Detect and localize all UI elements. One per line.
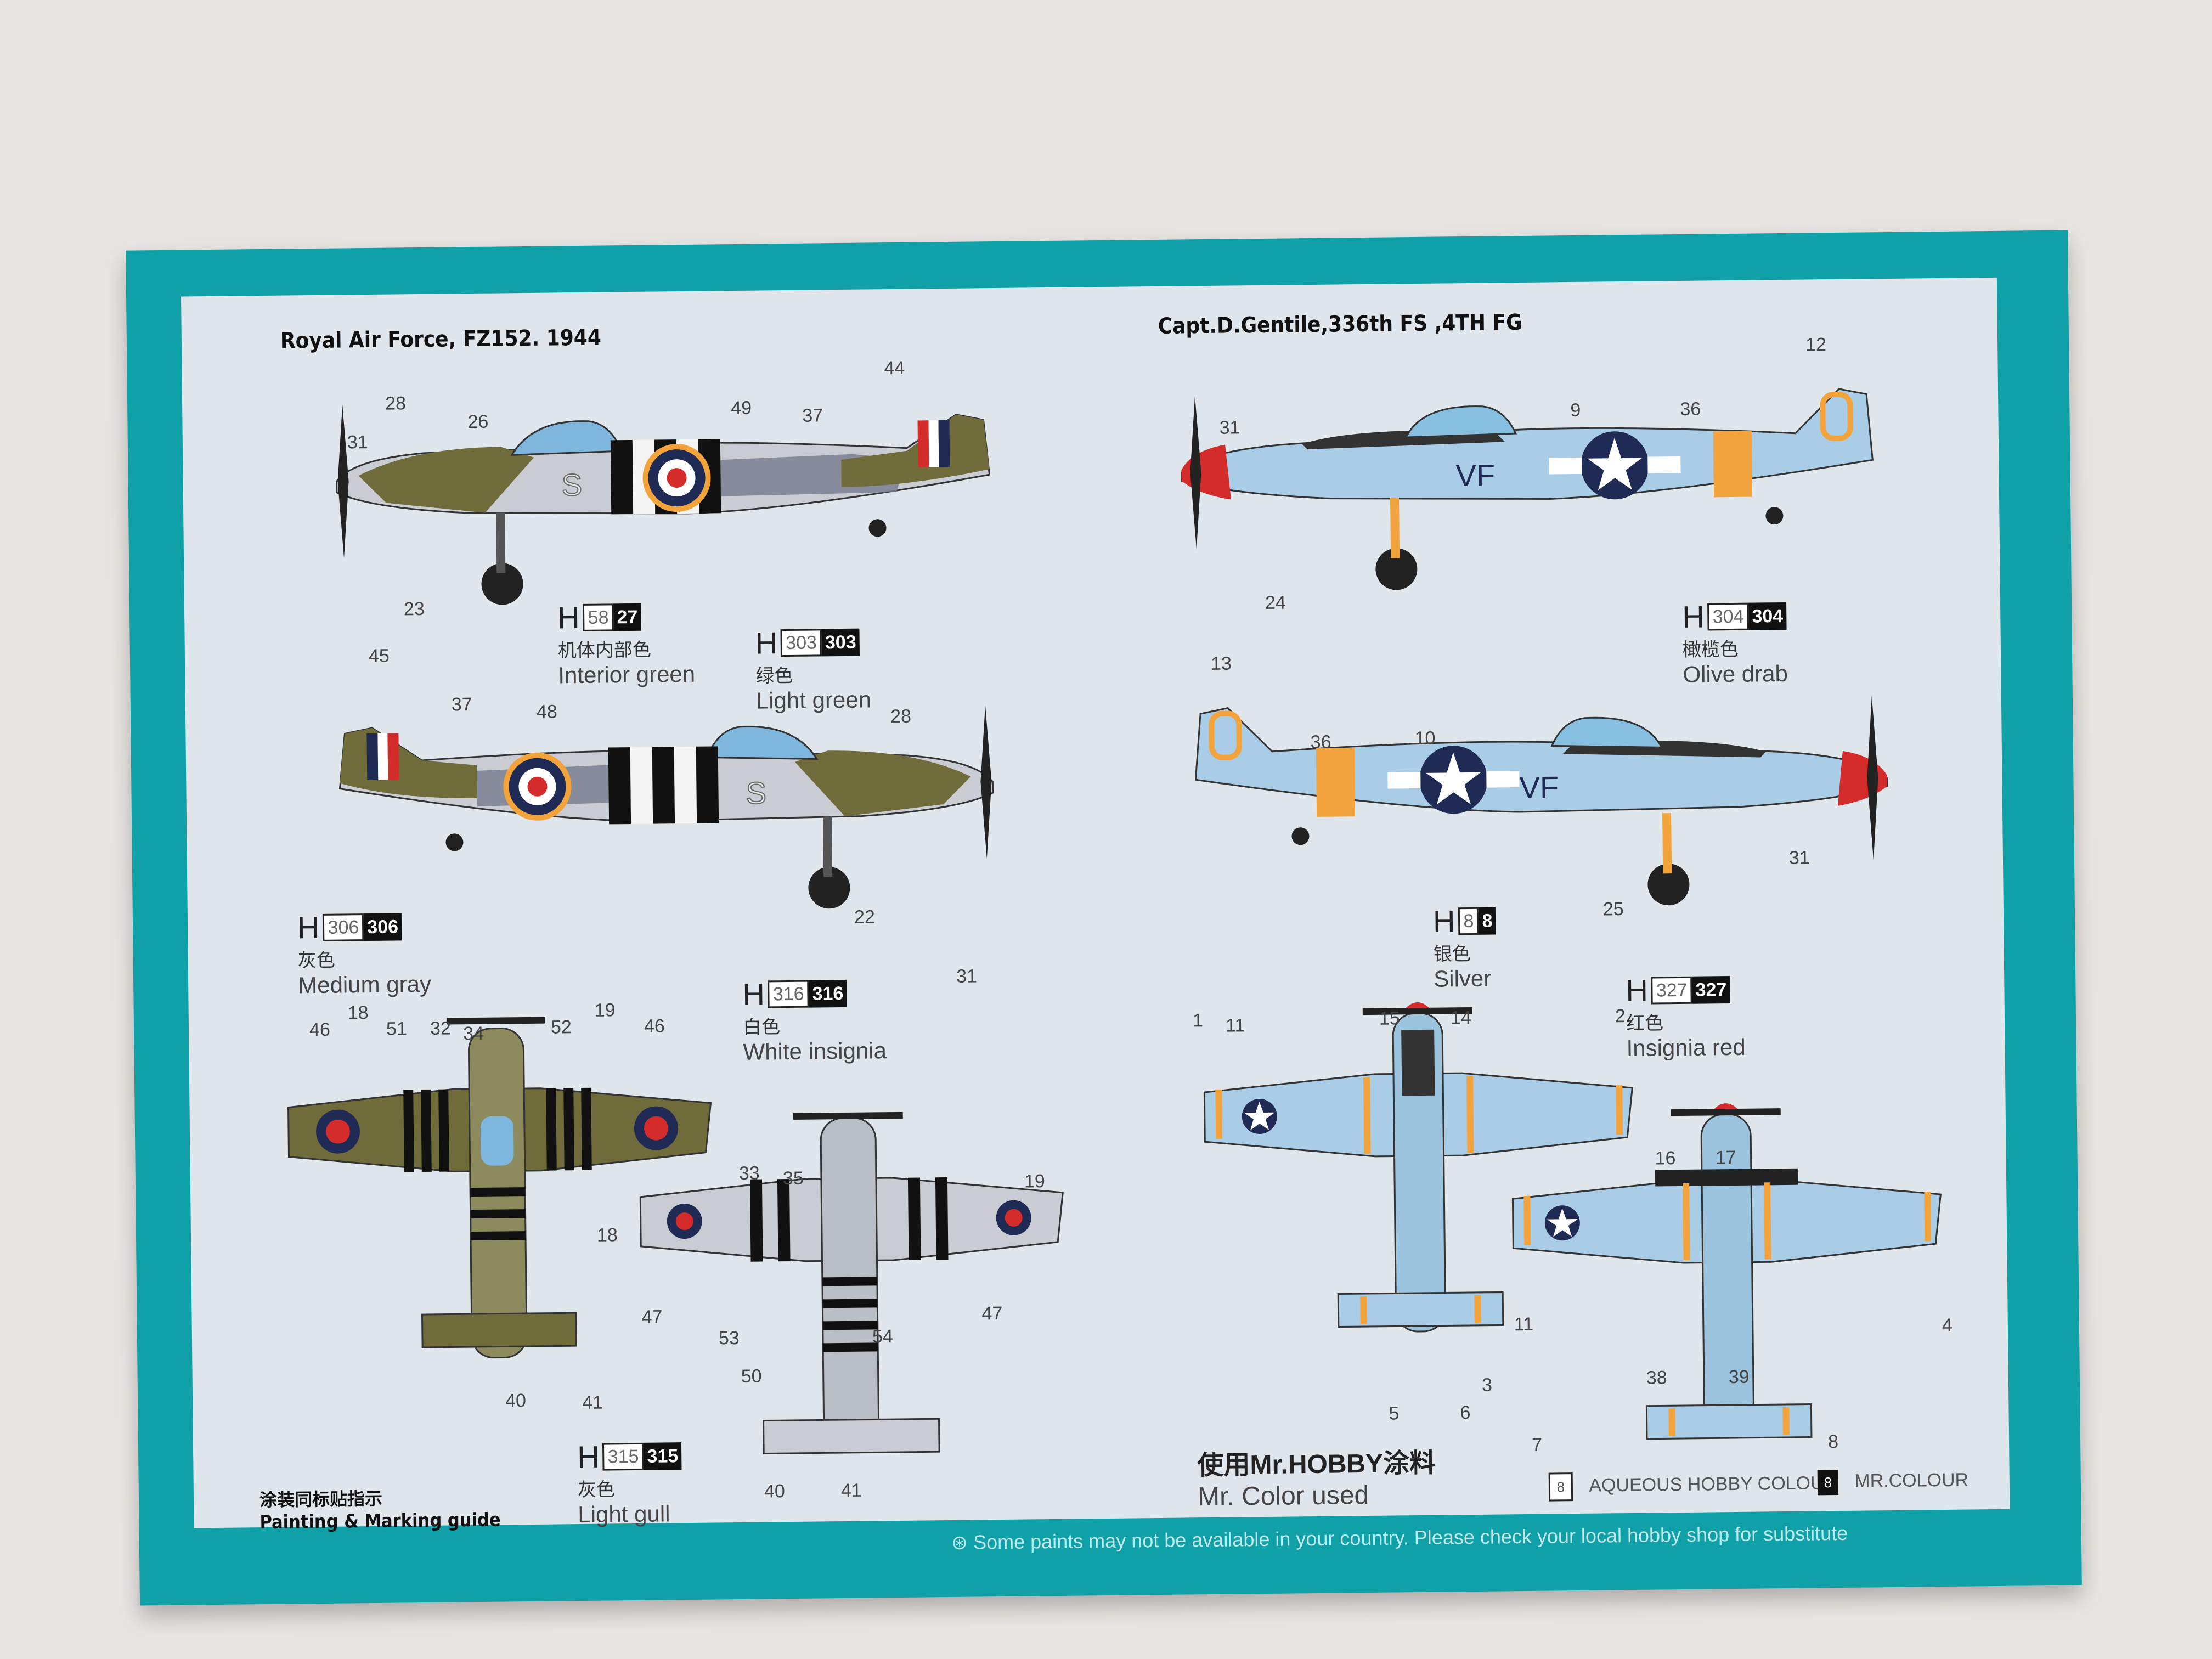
ref-num: 12	[1805, 334, 1827, 356]
content-panel: Royal Air Force, FZ152. 1944 S 31	[181, 277, 2010, 1533]
mr-hobby-used: 使用Mr.HOBBY涂料 Mr. Color used	[1197, 1448, 1436, 1512]
ref-num: 4	[1942, 1314, 1953, 1336]
ref-num: 48	[536, 701, 558, 723]
code-letters: VF	[1455, 458, 1495, 493]
ref-num: 19	[1024, 1171, 1046, 1192]
ref-num: 3	[1481, 1374, 1493, 1396]
ref-num: 47	[641, 1306, 663, 1328]
ref-num: 53	[718, 1327, 740, 1349]
ref-num: 40	[505, 1390, 527, 1412]
ref-num: 45	[368, 645, 390, 667]
ref-num: 15	[1379, 1008, 1400, 1029]
ref-num: 16	[1655, 1148, 1676, 1169]
ref-num: 47	[981, 1302, 1003, 1324]
ref-num: 54	[872, 1326, 893, 1347]
ref-num: 28	[385, 393, 407, 414]
ref-num: 40	[764, 1481, 785, 1502]
ref-num: 36	[1680, 398, 1701, 420]
usaaf-bottom-view	[1511, 1103, 1942, 1440]
guide-caption: 涂装同标贴指示 Painting & Marking guide	[259, 1488, 501, 1534]
usaaf-mustang-profile-left: VF	[1194, 696, 1888, 906]
ref-num: 49	[731, 397, 752, 419]
ref-num: 28	[890, 706, 912, 727]
ref-num: 7	[1531, 1434, 1543, 1455]
ref-num: 52	[550, 1017, 572, 1038]
footer-note: ⊛ Some paints may not be available in yo…	[951, 1521, 1848, 1554]
ref-num: 23	[403, 598, 425, 620]
ref-num: 25	[1602, 899, 1624, 920]
ref-num: 35	[782, 1167, 804, 1189]
ref-num: 39	[1728, 1366, 1750, 1388]
code-letter-2: S	[746, 775, 766, 810]
right-profile-title: Capt.D.Gentile,336th FS ,4TH FG	[1158, 309, 1522, 339]
ref-num: 34	[462, 1023, 484, 1045]
code-letter: S	[561, 467, 582, 502]
ref-num: 18	[596, 1224, 618, 1246]
ref-num: 11	[1225, 1015, 1245, 1036]
raf-mustang-profile-right: S	[336, 404, 991, 605]
ref-num: 36	[1310, 731, 1331, 753]
instruction-sheet: Royal Air Force, FZ152. 1944 S 31	[126, 230, 2082, 1606]
ref-num: 24	[1265, 592, 1286, 613]
legend-aqueous: 8 AQUEOUS HOBBY COLOUR	[1548, 1470, 1838, 1502]
ref-num: 31	[1219, 417, 1240, 438]
ref-num: 38	[1646, 1367, 1667, 1389]
ref-num: 46	[309, 1019, 331, 1041]
ref-num: 31	[1788, 847, 1810, 868]
info-icon: ⊛	[951, 1531, 974, 1554]
ref-num: 37	[451, 694, 472, 715]
ref-num: 14	[1450, 1007, 1471, 1029]
ref-num: 18	[347, 1002, 369, 1024]
ref-num: 9	[1570, 399, 1581, 421]
ref-num: 37	[802, 405, 823, 426]
left-profile-title: Royal Air Force, FZ152. 1944	[280, 325, 602, 354]
ref-num: 13	[1210, 653, 1232, 674]
raf-mustang-profile-left: S	[338, 705, 994, 909]
ref-num: 17	[1715, 1147, 1736, 1169]
ref-num: 2	[1615, 1006, 1626, 1027]
legend-mr-colour: 8 MR.COLOUR	[1817, 1469, 1969, 1496]
ref-num: 10	[1414, 727, 1436, 749]
ref-num: 41	[582, 1392, 603, 1414]
raf-bottom-view	[639, 1111, 1064, 1455]
ref-num: 51	[386, 1018, 408, 1040]
code-letters-2: VF	[1519, 770, 1559, 805]
ref-num: 44	[884, 357, 905, 379]
ref-num: 46	[644, 1015, 665, 1037]
ref-num: 50	[741, 1365, 762, 1387]
ref-num: 19	[594, 1000, 616, 1021]
ref-num: 6	[1460, 1402, 1471, 1424]
ref-num: 8	[1827, 1431, 1839, 1453]
ref-num: 32	[430, 1018, 452, 1039]
usaaf-mustang-profile-right: VF	[1181, 388, 1874, 590]
ref-num: 41	[840, 1480, 862, 1502]
raf-top-view	[287, 1017, 712, 1359]
ref-num: 5	[1389, 1403, 1400, 1424]
ref-num: 31	[347, 431, 368, 453]
usaaf-top-view	[1203, 1002, 1633, 1333]
ref-num: 22	[854, 906, 875, 928]
ref-num: 31	[956, 966, 978, 987]
ref-num: 33	[738, 1163, 760, 1184]
ref-num: 11	[1514, 1313, 1534, 1335]
ref-num: 1	[1192, 1010, 1204, 1031]
ref-num: 26	[467, 411, 489, 433]
